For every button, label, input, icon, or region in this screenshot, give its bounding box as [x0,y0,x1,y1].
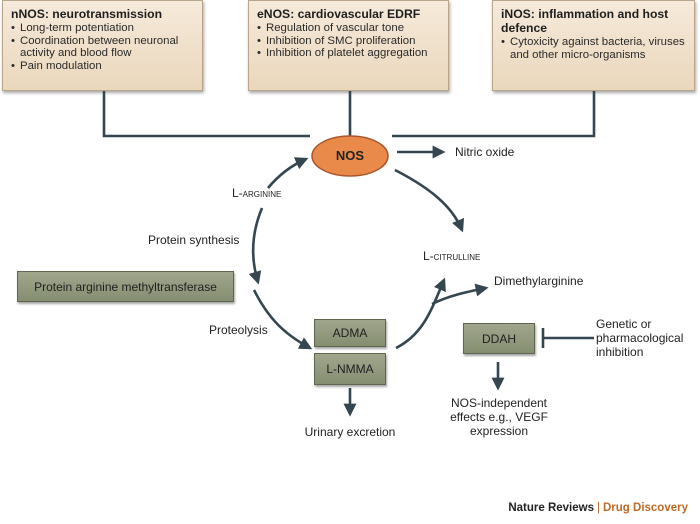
proteolysis-label: Proteolysis [209,323,268,337]
nos-label: NOS [335,148,365,163]
urinary-excretion-label: Urinary excretion [304,425,396,439]
enos-item: Inhibition of platelet aggregation [257,47,440,60]
enos-title: eNOS: cardiovascular EDRF [257,7,421,21]
arrow-to-dimethylarginine [395,277,446,350]
l-nmma-label: L-NMMA [326,362,374,376]
adma-label: ADMA [332,326,368,340]
l-nmma-box: L-NMMA [314,353,386,385]
l-arginine-label: L-arginine [232,186,282,200]
enos-item: Regulation of vascular tone [257,22,440,35]
protein-synthesis-label: Protein synthesis [148,233,240,247]
inos-box: iNOS: inflammation and host defence Cyto… [492,0,695,91]
nos-ellipse [311,135,389,177]
nos-independent-text: NOS-independent effects e.g., VEGF expre… [450,396,548,438]
journal-footer: Nature Reviews|Drug Discovery [508,502,688,514]
arrow-protein-synthesis [248,207,264,285]
genetic-inhibition-label: Genetic or pharmacological inhibition [596,317,696,359]
journal-section: Drug Discovery [602,502,688,514]
nnos-item: Pain modulation [11,60,194,73]
inos-title: iNOS: inflammation and host defence [501,7,669,35]
arrow-to-nos [267,157,309,189]
nos-independent-label: NOS-independent effects e.g., VEGF expre… [438,396,560,438]
nnos-item: Long-term potentiation [11,22,194,35]
l-citrulline-label: L-citrulline [423,249,481,263]
nnos-title: nNOS: neurotransmission [11,7,163,21]
ddah-label: DDAH [481,331,516,346]
nnos-item: Coordination between neuronal activity a… [11,35,194,60]
ddah-box: DDAH [463,323,535,354]
arrow-proteolysis [252,289,313,350]
nnos-box: nNOS: neurotransmission Long-term potent… [2,0,203,91]
enos-box: eNOS: cardiovascular EDRF Regulation of … [248,0,449,91]
prmt-label: Protein arginine methyltransferase [34,279,217,294]
nnos-list: Long-term potentiation Coordination betw… [11,22,194,72]
bracket-line [102,91,310,138]
inos-list: Cytoxicity against bacteria, viruses and… [501,36,686,61]
footer-separator: | [596,502,600,514]
arrow-to-citrulline [394,168,464,233]
inos-item: Cytoxicity against bacteria, viruses and… [501,36,686,61]
nitric-oxide-label: Nitric oxide [455,145,515,159]
enos-list: Regulation of vascular tone Inhibition o… [257,22,440,60]
bracket-line [392,91,596,138]
genetic-inhibition-text: Genetic or pharmacological inhibition [596,317,684,359]
journal-name: Nature Reviews [508,502,594,514]
adma-box: ADMA [314,319,386,347]
arrow-to-dimethylarginine-branch [431,283,489,306]
enos-item: Inhibition of SMC proliferation [257,35,440,48]
prmt-box: Protein arginine methyltransferase [17,271,234,302]
dimethylarginine-label: Dimethylarginine [494,274,584,288]
